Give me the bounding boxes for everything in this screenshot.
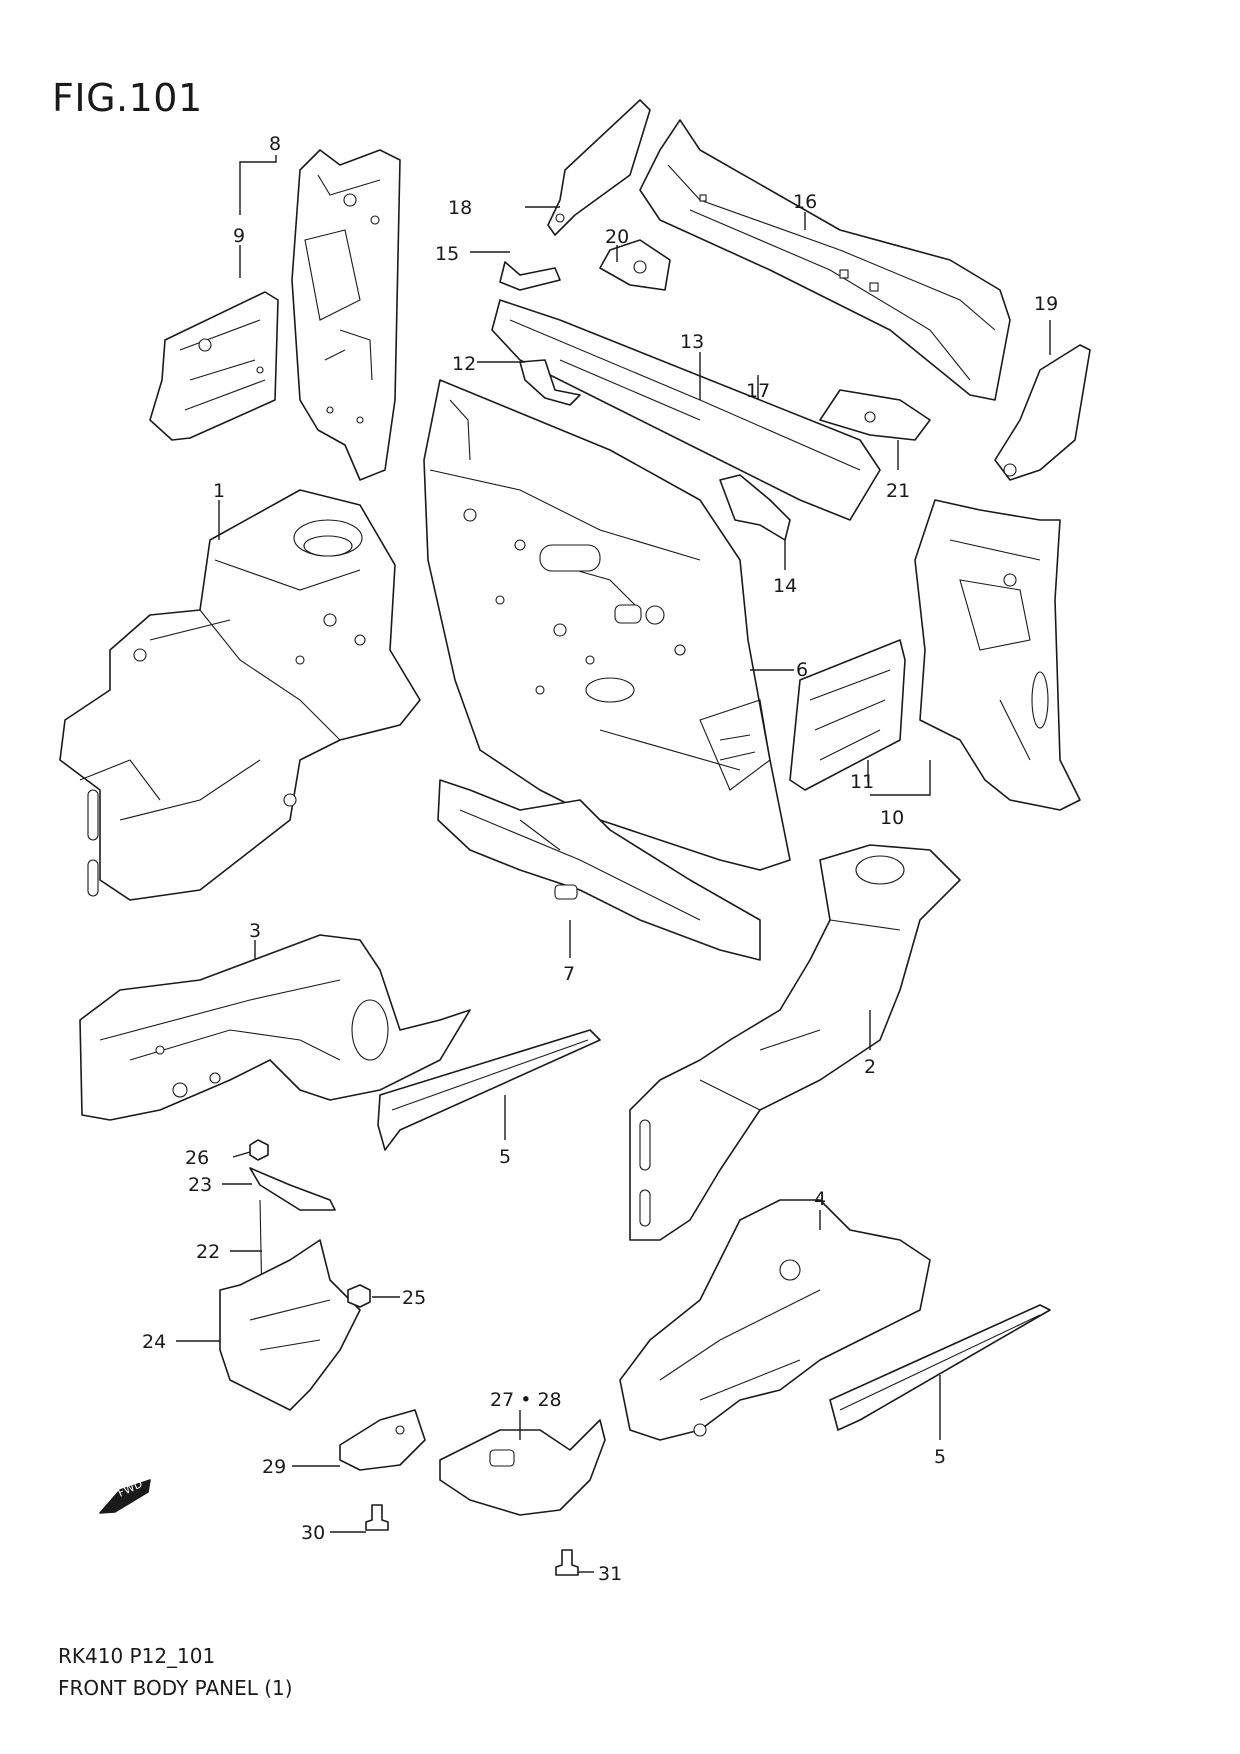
figure-title: FIG.101 <box>52 76 203 120</box>
leader-lines <box>176 155 1051 1573</box>
part-23-bracket <box>249 1167 336 1211</box>
callout-4: 4 <box>814 1188 826 1210</box>
part-5-rail-right <box>829 1304 1051 1431</box>
callouts: 8 9 1 18 15 12 13 16 20 17 21 14 19 6 11… <box>142 133 1058 1585</box>
callout-1: 1 <box>213 480 225 502</box>
part-7-cross-member <box>437 779 761 961</box>
part-10-pillar-right <box>914 499 1081 811</box>
callout-21: 21 <box>886 480 910 502</box>
part-4-front-member-right <box>619 1199 931 1441</box>
callout-24: 24 <box>142 1331 166 1353</box>
callout-6: 6 <box>796 659 808 681</box>
callout-2: 2 <box>864 1056 876 1078</box>
diagram-name: FRONT BODY PANEL (1) <box>58 1676 293 1700</box>
callout-8: 8 <box>269 133 281 155</box>
fwd-arrow-icon: FWD <box>99 1477 151 1514</box>
callout-15: 15 <box>435 243 459 265</box>
part-19-bracket-right <box>994 344 1091 481</box>
part-14-bracket <box>719 474 791 541</box>
part-17-bracket <box>819 389 931 441</box>
callout-18: 18 <box>448 197 472 219</box>
part-16-cowl-top <box>639 119 1011 401</box>
part-31-bolt <box>555 1549 579 1576</box>
callout-30: 30 <box>301 1522 325 1544</box>
callout-23: 23 <box>188 1174 212 1196</box>
part-2-side-member-right <box>629 844 961 1241</box>
callout-16: 16 <box>793 191 817 213</box>
callout-26: 26 <box>185 1147 209 1169</box>
callout-29: 29 <box>262 1456 286 1478</box>
diagram-code: RK410 P12_101 <box>58 1644 216 1668</box>
part-26-nut <box>249 1139 269 1161</box>
callout-11: 11 <box>850 771 874 793</box>
part-8-pillar-left <box>291 149 401 481</box>
callout-5-left: 5 <box>499 1146 511 1168</box>
callout-14: 14 <box>773 575 797 597</box>
callout-31: 31 <box>598 1563 622 1585</box>
callout-7: 7 <box>563 963 575 985</box>
part-15-bracket <box>499 261 561 291</box>
callout-19: 19 <box>1034 293 1058 315</box>
part-3-side-member-left <box>79 934 471 1121</box>
callout-10: 10 <box>880 807 904 829</box>
part-6-dash-panel <box>423 379 791 871</box>
part-24-bracket <box>219 1239 361 1411</box>
callout-13: 13 <box>680 331 704 353</box>
callout-20: 20 <box>605 226 629 248</box>
callout-5-right: 5 <box>934 1446 946 1468</box>
callout-12: 12 <box>452 353 476 375</box>
callout-22: 22 <box>196 1241 220 1263</box>
part-18-bracket <box>547 99 651 236</box>
part-30-bolt <box>365 1504 389 1531</box>
part-25-bolt <box>347 1284 371 1308</box>
callout-3: 3 <box>249 920 261 942</box>
part-12-bracket <box>519 359 581 406</box>
part-5-rail-left <box>377 1029 601 1151</box>
part-27-28-bracket <box>439 1419 606 1516</box>
part-11-inner-panel-right <box>789 639 906 791</box>
part-29-bracket <box>339 1409 426 1471</box>
callout-25: 25 <box>402 1287 426 1309</box>
part-9-inner-panel-left <box>149 291 279 441</box>
part-1-front-apron-left <box>59 489 421 901</box>
callout-27-28: 27 • 28 <box>490 1389 562 1411</box>
callout-9: 9 <box>233 225 245 247</box>
callout-17: 17 <box>746 380 770 402</box>
